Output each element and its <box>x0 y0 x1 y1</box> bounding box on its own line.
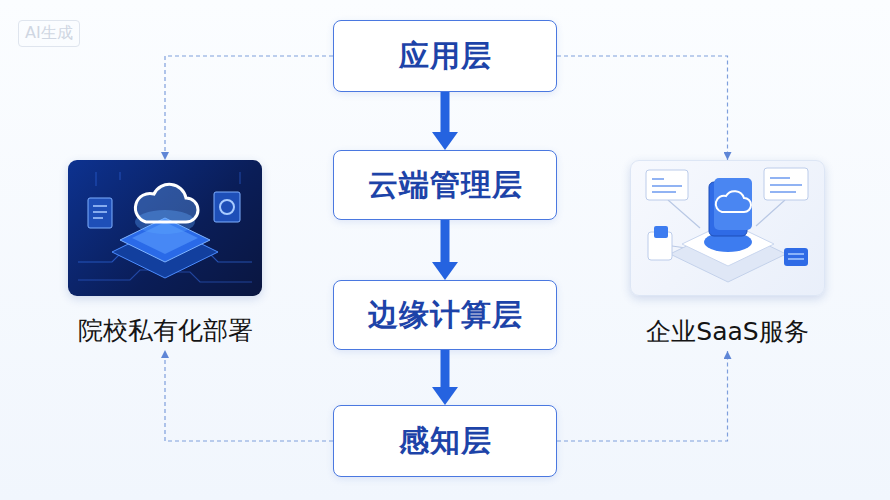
flow-arrow <box>441 220 450 266</box>
platform-ring <box>704 232 752 252</box>
chip-top <box>120 218 210 262</box>
dashed-connector <box>557 351 728 441</box>
layer-label: 应用层 <box>399 36 492 77</box>
layer-box: 云端管理层 <box>333 150 557 220</box>
deployment-card: 院校私有化部署 <box>68 160 262 296</box>
layer-label: 边缘计算层 <box>368 295 523 336</box>
data-panel <box>214 192 240 222</box>
monitor-panel <box>764 168 808 200</box>
dashed-connector <box>165 56 333 160</box>
layer-box: 感知层 <box>333 405 557 477</box>
chip-base <box>112 226 218 278</box>
cloud-glow <box>135 210 195 234</box>
small-device-top <box>654 226 668 238</box>
small-device <box>648 232 672 260</box>
watermark: AI生成 <box>18 20 80 47</box>
monitor-panel <box>646 170 688 200</box>
panel-lines <box>652 179 682 192</box>
chip-glow <box>132 222 198 254</box>
connector-wire <box>668 200 796 258</box>
circuit-line <box>78 270 160 280</box>
panel-lines <box>770 178 802 192</box>
saas-illustration <box>646 168 808 282</box>
layer-box: 应用层 <box>333 20 557 92</box>
server-front <box>714 178 752 230</box>
dashed-connector <box>557 56 728 160</box>
deployment-card: 企业SaaS服务 <box>630 160 825 296</box>
storage-box <box>784 248 808 266</box>
layer-label: 感知层 <box>399 421 492 462</box>
circuit-line <box>172 272 252 282</box>
card-label: 企业SaaS服务 <box>581 317 874 347</box>
layer-box: 边缘计算层 <box>333 280 557 350</box>
flow-arrow <box>441 92 450 136</box>
circuit-line <box>190 252 252 262</box>
flow-arrow <box>441 350 450 391</box>
server-device <box>709 182 747 236</box>
panel-icon <box>220 200 234 214</box>
cloud-icon <box>135 184 198 222</box>
storage-lines <box>788 254 804 259</box>
private-cloud-illustration <box>78 172 252 282</box>
platform-base <box>670 226 786 282</box>
circuit-line <box>78 252 140 262</box>
dashed-connector <box>165 350 333 441</box>
card-label: 院校私有化部署 <box>18 316 312 346</box>
cloud-icon <box>716 191 751 212</box>
panel-lines <box>93 206 107 218</box>
circuit-line <box>96 172 240 186</box>
data-panel <box>88 198 112 228</box>
layer-label: 云端管理层 <box>368 165 523 206</box>
platform-top <box>682 222 774 266</box>
